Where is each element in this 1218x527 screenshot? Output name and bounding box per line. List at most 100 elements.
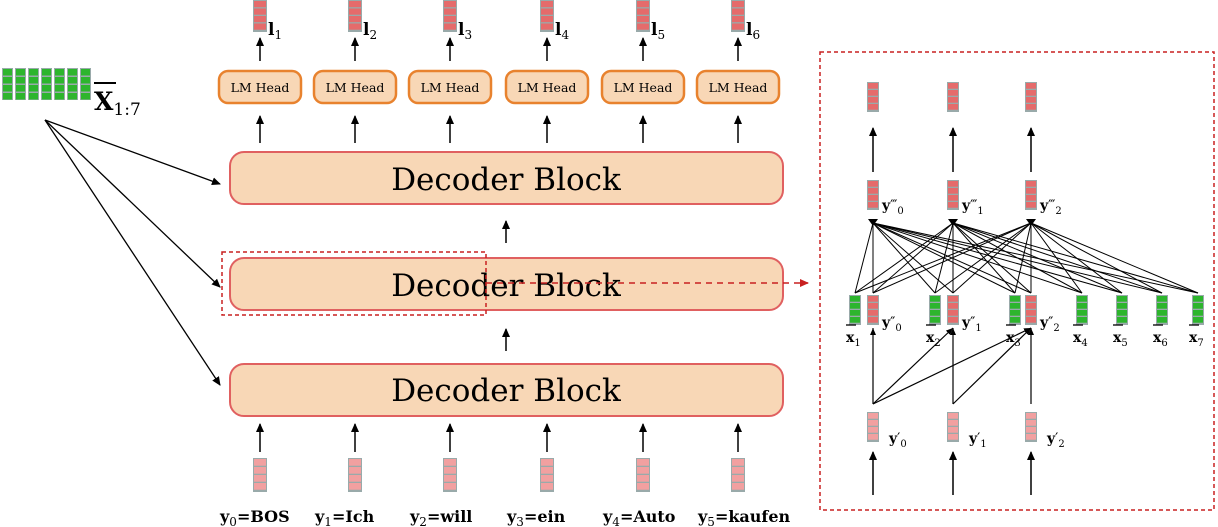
x-bar-vector	[1156, 295, 1168, 325]
decoder-block-bottom: Decoder Block	[229, 363, 784, 417]
y-triple-prime-vector	[1025, 180, 1037, 210]
logit-label: l1	[268, 20, 282, 42]
logit-label: l6	[746, 20, 760, 42]
y-double-prime-vector	[867, 295, 879, 325]
lm-head: LM Head	[504, 69, 590, 105]
detail-output-vector	[1025, 82, 1037, 112]
logit-label: l5	[651, 20, 665, 42]
encoder-vector	[67, 68, 78, 100]
cross-attention-line	[952, 222, 1083, 294]
input-token-label: y2=will	[409, 507, 472, 527]
input-token-label: y4=Auto	[602, 507, 676, 527]
logit-vector	[253, 0, 267, 32]
logit-vector	[540, 0, 554, 32]
input-embedding-vector	[443, 458, 457, 492]
encoder-hidden-states	[2, 68, 91, 100]
input-token-label: y3=ein	[506, 507, 566, 527]
cross-attention-line	[872, 222, 1083, 294]
logit-label: l2	[363, 20, 377, 42]
lm-head-label: LM Head	[231, 80, 290, 95]
decoder-block-label: Decoder Block	[391, 373, 621, 409]
y-triple-prime-vector	[867, 180, 879, 210]
logit-label: l3	[458, 20, 472, 42]
x-bar-vector	[1009, 295, 1021, 325]
y-triple-prime-label: y‴0	[881, 198, 904, 217]
cross-attention-line	[854, 222, 1032, 294]
detail-output-vector	[947, 82, 959, 112]
y-double-prime-label: y″2	[1039, 315, 1060, 334]
x-bar-vector	[849, 295, 861, 325]
y-triple-prime-vector	[947, 180, 959, 210]
y-prime-label: y′1	[968, 431, 987, 450]
detail-attention-graph	[849, 82, 1204, 495]
logit-vector	[443, 0, 457, 32]
lm-head-label: LM Head	[614, 80, 673, 95]
lm-head: LM Head	[695, 69, 781, 105]
input-embedding-vector	[540, 458, 554, 492]
y-prime-vector	[867, 412, 879, 442]
cross-attention-line	[1030, 222, 1083, 294]
cross-attention-line	[854, 222, 954, 294]
y-double-prime-vector	[947, 295, 959, 325]
y-double-prime-label: y″1	[961, 315, 982, 334]
x-bar-label: x2	[926, 330, 941, 349]
cross-attention-line	[1030, 222, 1163, 294]
y-prime-vector	[1025, 412, 1037, 442]
x-bar-label: x4	[1073, 330, 1088, 349]
lm-head: LM Head	[407, 69, 493, 105]
y-prime-label: y′2	[1046, 431, 1065, 450]
x-bar-vector	[1192, 295, 1204, 325]
cross-attention-head	[868, 219, 878, 226]
cross-attention-line	[854, 222, 874, 294]
y-triple-prime-label: y‴1	[961, 198, 984, 217]
cross-attention-line	[872, 222, 1199, 294]
input-embedding-vector	[348, 458, 362, 492]
decoder-block-label: Decoder Block	[391, 162, 621, 198]
causal-attention-arrow	[872, 327, 954, 405]
y-prime-vector	[947, 412, 959, 442]
lm-head: LM Head	[600, 69, 686, 105]
cross-attention-line	[1030, 222, 1199, 294]
x-bar-label: x3	[1006, 330, 1021, 349]
input-token-label: y5=kaufen	[697, 507, 790, 527]
detail-panel	[819, 51, 1215, 511]
lm-head-label: LM Head	[326, 80, 385, 95]
causal-attention-arrow	[952, 327, 1032, 405]
input-embedding-vector	[636, 458, 650, 492]
cross-attention-line	[952, 222, 1016, 294]
encoder-vector	[80, 68, 91, 100]
cross-attention-line	[1030, 222, 1123, 294]
detail-output-vector	[867, 82, 879, 112]
labels-layer: y0=BOSl1y1=Ichl2y2=willl3y3=einl4y4=Auto…	[219, 20, 1204, 527]
logit-vector	[348, 0, 362, 32]
encoder-label: X1:7	[94, 87, 141, 120]
lm-head-label: LM Head	[709, 80, 768, 95]
decoder-block-label: Decoder Block	[391, 268, 621, 304]
encoder-vector	[41, 68, 52, 100]
x-bar-label: x1	[846, 330, 861, 349]
cross-attention-head	[948, 219, 958, 226]
decoder-columns: LM Head LM Head LM Head LM Head LM Head LM He…	[217, 0, 781, 492]
input-embedding-vector	[253, 458, 267, 492]
decoder-block-middle: Decoder Block	[229, 257, 784, 311]
encoder-vector	[28, 68, 39, 100]
logit-vector	[636, 0, 650, 32]
decoder-block-top: Decoder Block	[229, 151, 784, 205]
x-bar-label: x7	[1189, 330, 1204, 349]
x-bar-label: x5	[1113, 330, 1128, 349]
cross-attention-line	[952, 222, 1123, 294]
x-bar-vector	[929, 295, 941, 325]
x-bar-vector	[1076, 295, 1088, 325]
cross-attention-line	[872, 222, 1032, 294]
x-bar-label: x6	[1153, 330, 1168, 349]
encoder-vector	[15, 68, 26, 100]
encoder-vector	[54, 68, 65, 100]
y-prime-label: y′0	[888, 431, 907, 450]
y-double-prime-label: y″0	[881, 315, 902, 334]
cross-attention-line	[952, 222, 1163, 294]
x-bar-vector	[1116, 295, 1128, 325]
y-double-prime-vector	[1025, 295, 1037, 325]
cross-attention-line	[934, 222, 1032, 294]
causal-attention-arrow	[872, 327, 1032, 405]
